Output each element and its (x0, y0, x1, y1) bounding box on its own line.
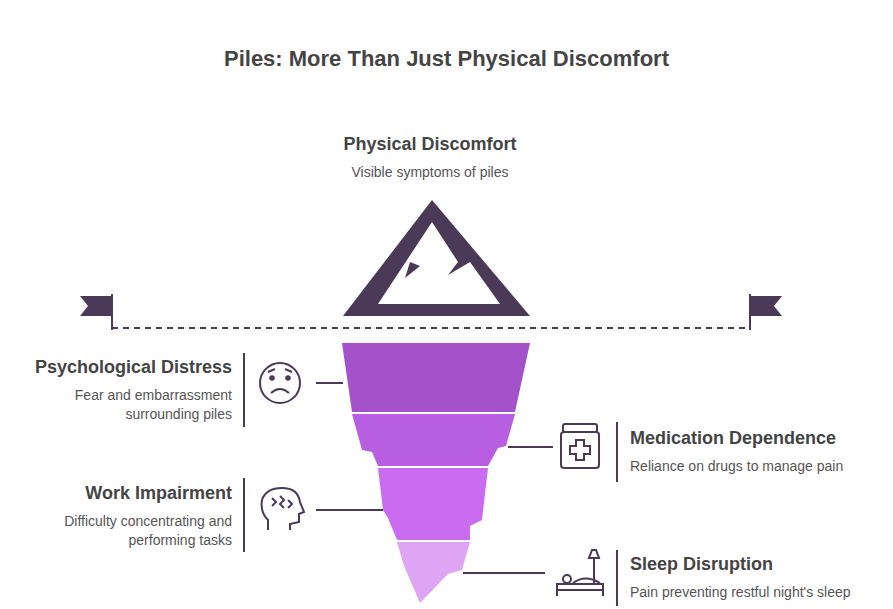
callout-node: Medication DependenceReliance on drugs t… (630, 427, 880, 476)
water-line (112, 327, 750, 329)
callout-heading: Psychological Distress (22, 356, 232, 378)
mountain-peak (343, 200, 530, 316)
callout-bar (243, 353, 245, 427)
iceberg-band (342, 343, 530, 412)
callout-body: Reliance on drugs to manage pain (630, 457, 880, 476)
callout-body: Difficulty concentrating and performing … (22, 512, 232, 550)
mountain-notch (405, 262, 420, 278)
callout-node: Work ImpairmentDifficulty concentrating … (22, 482, 232, 550)
callout-body: Fear and embarrassment surrounding piles (22, 386, 232, 424)
callout-heading: Work Impairment (22, 482, 232, 504)
callout-node: Sleep DisruptionPain preventing restful … (630, 553, 885, 602)
callout-node: Physical DiscomfortVisible symptoms of p… (280, 133, 580, 182)
callout-heading: Sleep Disruption (630, 553, 885, 575)
leader-line (508, 446, 553, 448)
callout-body: Visible symptoms of piles (280, 163, 580, 182)
sad-face-icon (260, 363, 300, 403)
head-icon (262, 488, 304, 530)
iceberg-band (397, 542, 470, 603)
medicine-icon (561, 424, 599, 468)
flag (750, 296, 782, 316)
callout-bar (616, 422, 618, 482)
callout-heading: Medication Dependence (630, 427, 880, 449)
bed-icon (557, 550, 603, 596)
leader-line (316, 509, 383, 511)
callout-bar (616, 550, 618, 606)
iceberg-band (352, 414, 515, 466)
iceberg-band (378, 468, 488, 540)
callout-node: Psychological DistressFear and embarrass… (22, 356, 232, 424)
leader-line (463, 572, 545, 574)
diagram-title: Piles: More Than Just Physical Discomfor… (0, 46, 893, 72)
callout-body: Pain preventing restful night's sleep (630, 583, 885, 602)
callout-heading: Physical Discomfort (280, 133, 580, 155)
mountain-inner (378, 222, 500, 304)
leader-line (316, 382, 343, 384)
flag (80, 296, 112, 316)
callout-bar (243, 478, 245, 552)
